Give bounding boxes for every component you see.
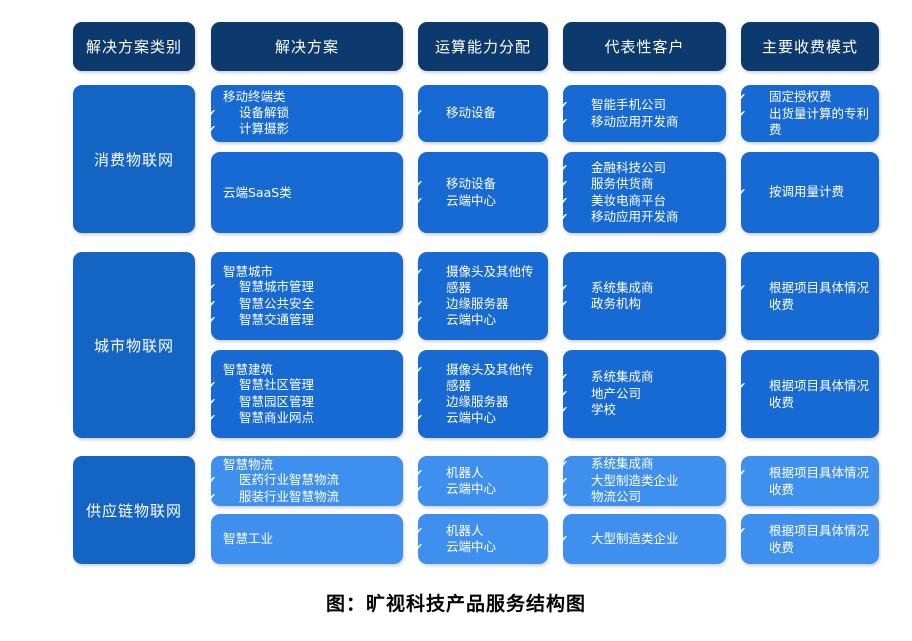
solution-item: 智慧城市管理 (223, 279, 395, 296)
compute-item: 摄像头及其他传感器 (430, 362, 540, 394)
header-compute: 运算能力分配 (418, 22, 548, 71)
solution-item: 智慧交通管理 (223, 312, 395, 329)
fee-item: 根据项目具体情况收费 (753, 280, 871, 312)
solution-title: 智慧建筑 (223, 361, 274, 377)
compute-item: 云端中心 (430, 312, 540, 329)
compute-item: 边缘服务器 (430, 296, 540, 313)
compute-cell: 移动设备 云端中心 (418, 152, 548, 233)
clients-cell: 智能手机公司 移动应用开发商 (563, 85, 726, 142)
category-supply-chain-iot: 供应链物联网 (73, 456, 195, 564)
compute-cell: 移动设备 (418, 85, 548, 142)
compute-item: 移动设备 (430, 105, 540, 122)
compute-cell: 摄像头及其他传感器 边缘服务器 云端中心 (418, 350, 548, 438)
category-consumer-iot: 消费物联网 (73, 85, 195, 233)
solution-item: 智慧公共安全 (223, 296, 395, 313)
fee-item: 出货量计算的专利费 (753, 106, 871, 138)
fee-item: 根据项目具体情况收费 (753, 378, 871, 410)
header-solution-label: 解决方案 (274, 38, 339, 56)
client-item: 大型制造类企业 (575, 531, 718, 548)
client-item: 移动应用开发商 (575, 209, 718, 226)
fee-item: 固定授权费 (753, 89, 871, 106)
solution-cell: 移动终端类 设备解锁 计算摄影 (211, 85, 403, 142)
header-clients: 代表性客户 (563, 22, 726, 71)
compute-item: 机器人 (430, 465, 540, 482)
client-item: 智能手机公司 (575, 97, 718, 114)
header-compute-label: 运算能力分配 (434, 38, 531, 56)
category-city-iot: 城市物联网 (73, 252, 195, 438)
solution-item: 智慧商业网点 (223, 410, 395, 427)
header-solution: 解决方案 (211, 22, 403, 71)
fee-item: 根据项目具体情况收费 (753, 465, 871, 497)
client-item: 系统集成商 (575, 369, 718, 386)
figure-caption: 图：旷视科技产品服务结构图 (325, 593, 586, 615)
compute-cell: 机器人 云端中心 (418, 514, 548, 564)
compute-item: 云端中心 (430, 539, 540, 556)
fee-item: 按调用量计费 (753, 184, 871, 201)
compute-item: 云端中心 (430, 410, 540, 427)
clients-cell: 系统集成商 地产公司 学校 (563, 350, 726, 438)
solution-item: 智慧社区管理 (223, 377, 395, 394)
fees-cell: 根据项目具体情况收费 (741, 514, 879, 564)
solution-title: 智慧城市 (223, 263, 274, 279)
solution-item: 智慧园区管理 (223, 394, 395, 411)
solution-title: 云端SaaS类 (223, 184, 292, 200)
compute-item: 云端中心 (430, 193, 540, 210)
client-item: 物流公司 (575, 489, 718, 506)
solution-title: 智慧工业 (223, 531, 274, 547)
solution-item: 计算摄影 (223, 121, 395, 138)
compute-cell: 机器人 云端中心 (418, 456, 548, 506)
category-label: 供应链物联网 (85, 501, 182, 520)
client-item: 移动应用开发商 (575, 114, 718, 131)
clients-cell: 系统集成商 大型制造类企业 物流公司 (563, 456, 726, 506)
client-item: 金融科技公司 (575, 160, 718, 177)
compute-item: 移动设备 (430, 176, 540, 193)
solution-cell: 智慧城市 智慧城市管理 智慧公共安全 智慧交通管理 (211, 252, 403, 340)
clients-cell: 大型制造类企业 (563, 514, 726, 564)
solution-cell: 智慧工业 (211, 514, 403, 564)
fees-cell: 固定授权费 出货量计算的专利费 (741, 85, 879, 142)
solution-title: 移动终端类 (223, 89, 286, 105)
category-label: 城市物联网 (93, 336, 174, 355)
header-clients-label: 代表性客户 (604, 38, 685, 56)
solution-title: 智慧物流 (223, 456, 274, 472)
fees-cell: 根据项目具体情况收费 (741, 350, 879, 438)
solution-item: 设备解锁 (223, 105, 395, 122)
header-fees-label: 主要收费模式 (761, 38, 858, 56)
client-item: 系统集成商 (575, 456, 718, 473)
fees-cell: 按调用量计费 (741, 152, 879, 233)
client-item: 大型制造类企业 (575, 473, 718, 490)
fees-cell: 根据项目具体情况收费 (741, 252, 879, 340)
client-item: 地产公司 (575, 386, 718, 403)
compute-item: 云端中心 (430, 481, 540, 498)
header-category: 解决方案类别 (73, 22, 195, 71)
solution-cell: 云端SaaS类 (211, 152, 403, 233)
header-category-label: 解决方案类别 (85, 38, 182, 56)
client-item: 系统集成商 (575, 280, 718, 297)
client-item: 服务供货商 (575, 176, 718, 193)
compute-item: 机器人 (430, 523, 540, 540)
solution-item: 服装行业智慧物流 (223, 489, 395, 506)
category-label: 消费物联网 (93, 150, 174, 169)
client-item: 学校 (575, 402, 718, 419)
solution-cell: 智慧物流 医药行业智慧物流 服装行业智慧物流 (211, 456, 403, 506)
solution-item: 医药行业智慧物流 (223, 472, 395, 489)
client-item: 美妆电商平台 (575, 193, 718, 210)
fee-item: 根据项目具体情况收费 (753, 523, 871, 555)
header-fees: 主要收费模式 (741, 22, 879, 71)
compute-item: 边缘服务器 (430, 394, 540, 411)
compute-item: 摄像头及其他传感器 (430, 264, 540, 296)
fees-cell: 根据项目具体情况收费 (741, 456, 879, 506)
compute-cell: 摄像头及其他传感器 边缘服务器 云端中心 (418, 252, 548, 340)
client-item: 政务机构 (575, 296, 718, 313)
clients-cell: 系统集成商 政务机构 (563, 252, 726, 340)
clients-cell: 金融科技公司 服务供货商 美妆电商平台 移动应用开发商 (563, 152, 726, 233)
solution-cell: 智慧建筑 智慧社区管理 智慧园区管理 智慧商业网点 (211, 350, 403, 438)
